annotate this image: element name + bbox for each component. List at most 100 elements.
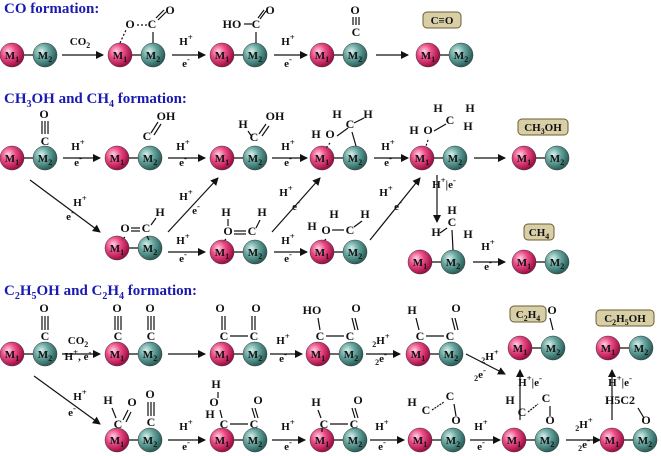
co-s5-m2-label: M2	[454, 50, 468, 64]
ch-s5-m2	[442, 145, 468, 171]
c2-reagent-he3: H+|e-	[608, 373, 632, 389]
ch-s4-bond-ch	[353, 117, 365, 124]
section-title-co: CO formation:	[4, 1, 100, 17]
ch-s11-m1	[511, 249, 537, 275]
c2-s5-c1: C	[416, 329, 425, 343]
ch-s7-o: O	[120, 221, 129, 235]
co-product-box	[422, 11, 462, 29]
ch-s5-h2: H	[433, 101, 443, 115]
c2-s12-h: H	[505, 393, 515, 407]
co-s4-m1-label: M1	[315, 50, 329, 64]
c2-reagent-e5: e-	[378, 437, 386, 453]
ch-s10-h1: H	[431, 225, 441, 239]
c2-s4-m2-label: M2	[344, 349, 358, 363]
co-s3-m1-label: M1	[215, 50, 229, 64]
c2-s3-m2	[242, 341, 268, 367]
c2-s13-h5c2: H5C2	[605, 393, 635, 407]
ch-reagent-e8: e-	[292, 197, 300, 213]
c2-reagent-h6: H+	[474, 417, 488, 433]
c2-s5-b3	[454, 317, 459, 331]
ch-arrow-up-2	[271, 177, 321, 233]
ch-s3-c: C	[250, 130, 259, 144]
ch-s5-h1: H	[409, 123, 419, 137]
ch-s7-bond-o-m1	[121, 236, 126, 241]
co-s3-m1	[209, 42, 235, 68]
c2-s9-b3	[254, 407, 259, 419]
ch-s5-m1	[409, 145, 435, 171]
c2-s4-ho: HO	[303, 303, 322, 317]
c2-s8-m2	[137, 427, 163, 453]
c2-s1-c: C	[41, 329, 50, 343]
c2-s3-m1	[209, 341, 235, 367]
co-s3-o: O	[265, 3, 274, 17]
ch-s5-m1-label: M1	[415, 153, 429, 167]
ch-s9-h3: H	[360, 207, 370, 221]
c2-reagent-h3: H+	[179, 417, 193, 433]
c2-reagent-2e3: 2e-	[578, 435, 590, 453]
co-s4-c: C	[352, 25, 361, 39]
ch-s11-m1-label: M1	[517, 257, 531, 271]
c2-s3-o1: O	[215, 301, 224, 315]
co-s5-m1	[415, 42, 441, 68]
c2-s2-m2-label: M2	[143, 349, 157, 363]
c2-arrow-5	[465, 353, 506, 375]
ch-s9-o: O	[321, 223, 330, 237]
c2-s4-m1-label: M1	[311, 349, 325, 363]
ch-reagent-e10: e-	[394, 197, 402, 213]
ch-s3-m2-label: M2	[248, 153, 262, 167]
c2-s3-c1: C	[220, 329, 229, 343]
ch-s10-bond-c-m2	[451, 229, 454, 251]
ch-s5-m2-label: M2	[448, 153, 462, 167]
c2-s11-o: O	[451, 413, 460, 427]
ch-reagent-e12: e-	[484, 257, 492, 273]
c2-s1-m2	[32, 341, 58, 367]
c2-s3-m2-label: M2	[248, 349, 262, 363]
c2h4-product-box	[509, 305, 547, 323]
c2-reagent-2h2: 2H+	[481, 347, 499, 365]
ch-reagent-h8: H+	[279, 183, 293, 199]
c2-s6-b1	[549, 317, 554, 331]
ch-s4-m1	[309, 145, 335, 171]
co-s4-m1	[309, 42, 335, 68]
c2-s11-c1: C	[422, 403, 431, 417]
c2-reagent-2h3: 2H+	[575, 415, 593, 433]
c2-reagent-e3: e-	[182, 437, 190, 453]
ch-reagent-h11: H+|e-	[432, 175, 456, 191]
ch-s11-m2	[544, 249, 570, 275]
c2-s2-m1	[104, 341, 130, 367]
c2-s11-c2: C	[446, 389, 455, 403]
c2-s5-o: O	[451, 301, 460, 315]
c2-s1-m1-label: M1	[5, 349, 19, 363]
ch-s4-c: C	[346, 117, 355, 131]
c2-s13-m2-label: M2	[638, 435, 652, 449]
ch-s8-bond-ch	[255, 219, 261, 229]
ch-s4-o: O	[325, 127, 334, 141]
c2-s3-m1-label: M1	[215, 349, 229, 363]
ch-s9-m1-label: M1	[315, 247, 329, 261]
ch-reagent-e9: e-	[284, 249, 292, 265]
ch4-product-box	[523, 223, 555, 241]
c2-s11-b2	[453, 403, 457, 417]
c2-s6-m1-label: M1	[513, 343, 527, 357]
c2-s12-m2	[534, 427, 560, 453]
ch-s5-bond-o-m1	[425, 139, 429, 147]
c2-s8-m2-label: M2	[143, 435, 157, 449]
co-s2-o2: O	[165, 3, 174, 17]
c2-s13-m1	[599, 427, 625, 453]
ch-reagent-e6: e-	[192, 201, 200, 217]
c2-s8-h: H	[103, 393, 113, 407]
ch-s7-m1	[104, 235, 130, 261]
ch-s10-c: C	[448, 215, 457, 229]
ch-s10-m1	[407, 249, 433, 275]
c2-s4-b2	[351, 317, 356, 331]
co-s4-m2-label: M2	[348, 50, 362, 64]
ch-s9-c: C	[346, 223, 355, 237]
ch-s3-bond-h	[247, 130, 253, 138]
c2-reagent-e6: e-	[477, 437, 485, 453]
c2-s5-b1	[415, 317, 420, 331]
c2-s12-c2: C	[542, 391, 551, 405]
c2-s8-c2: C	[147, 415, 156, 429]
ch-s8-c: C	[248, 224, 257, 238]
c2-reagent-e1: e-	[279, 349, 287, 365]
